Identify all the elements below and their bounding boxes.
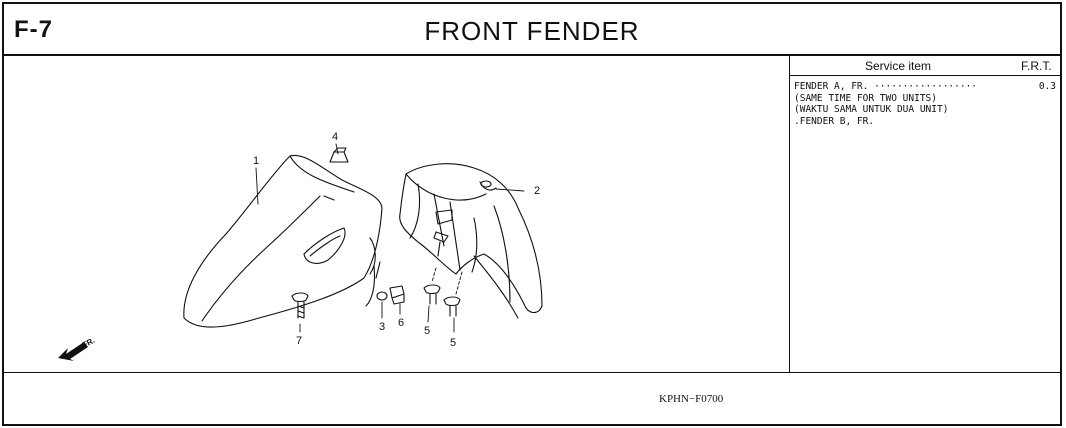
service-entry: .FENDER B, FR.	[794, 115, 875, 127]
service-entry: (SAME TIME FOR TWO UNITS)	[794, 92, 937, 104]
callout-7: 7	[296, 335, 302, 347]
parts-diagram: 1 2 3 4 5 5 6 7 FR. KPHN−F0700	[4, 56, 789, 426]
service-item-panel: Service item F.R.T. FENDER A, FR. ······…	[789, 56, 1060, 372]
direction-label: FR.	[81, 336, 97, 350]
screw-part-5b	[443, 296, 461, 317]
service-entry-text: FENDER A, FR. ··················	[794, 81, 978, 92]
exploded-view: 1 2 3 4 5 5 6 7 FR.	[58, 131, 543, 361]
section-code: F-7	[14, 16, 53, 43]
frt-column: F.R.T.	[1021, 59, 1052, 73]
service-entry-frt: 0.3	[1038, 81, 1056, 92]
screw-part-7	[291, 292, 309, 319]
collar-part-6	[389, 285, 405, 305]
diagram-reference: KPHN−F0700	[659, 393, 724, 405]
fender-b-part	[399, 163, 543, 314]
page-header: F-7 FRONT FENDER	[4, 4, 1060, 56]
nut-part-4	[329, 151, 349, 163]
fender-a-part	[183, 154, 383, 328]
callout-2: 2	[534, 185, 540, 197]
callout-5b: 5	[450, 337, 456, 349]
service-panel-header: Service item F.R.T.	[790, 56, 1060, 76]
callout-3: 3	[379, 321, 385, 333]
page-title: FRONT FENDER	[424, 16, 640, 46]
callout-1: 1	[253, 155, 259, 167]
service-entries: FENDER A, FR. ·················· 0.3 (SA…	[794, 81, 1056, 127]
callout-4: 4	[332, 131, 338, 143]
service-item-column: Service item	[865, 59, 932, 73]
washer-part-3	[376, 291, 388, 301]
screw-part-5a	[423, 284, 441, 305]
footer-rule	[4, 372, 1060, 373]
callout-6: 6	[398, 317, 404, 329]
service-entry: (WAKTU SAMA UNTUK DUA UNIT)	[794, 104, 949, 115]
service-entry: FENDER A, FR. ·················· 0.3	[794, 81, 1056, 93]
front-direction-arrow: FR.	[58, 336, 96, 361]
callout-5a: 5	[424, 325, 430, 337]
